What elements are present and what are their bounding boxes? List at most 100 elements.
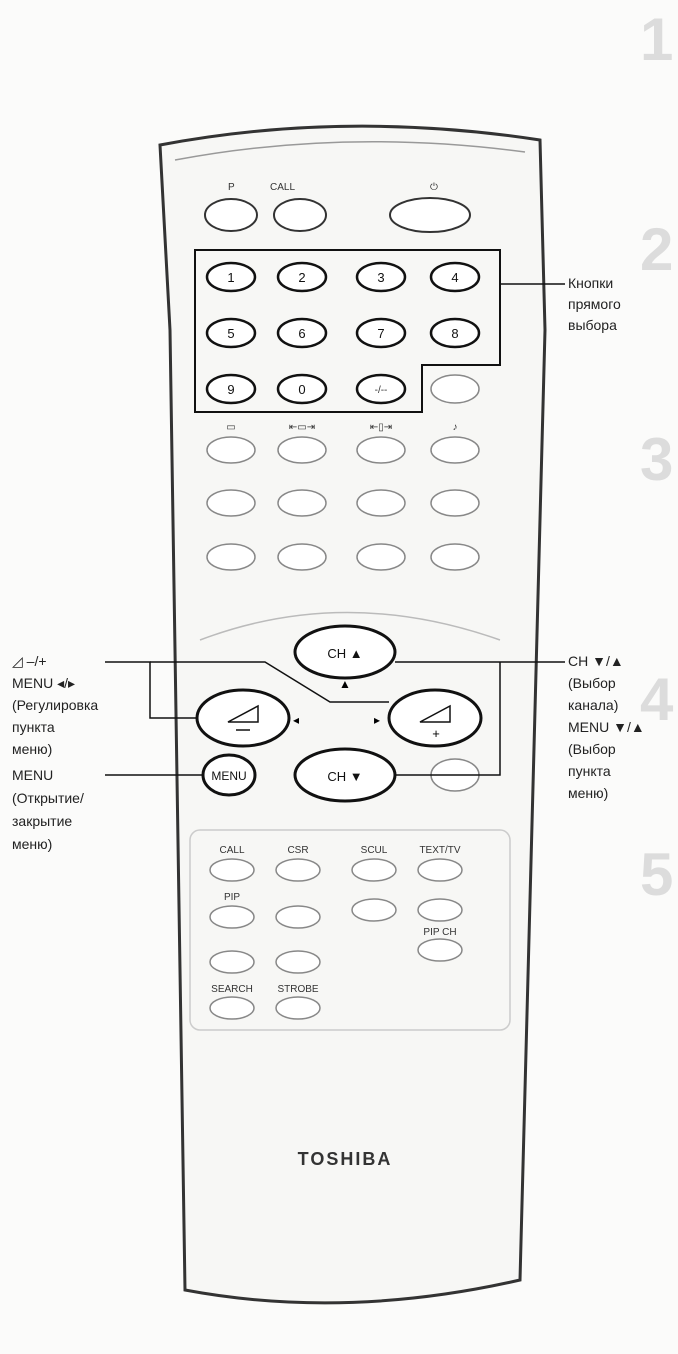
ch-up-label: CH ▲: [327, 646, 362, 661]
right-arrow-icon: ▸: [374, 713, 380, 727]
volume-down-button[interactable]: [195, 688, 291, 748]
volume-down-icon: [227, 704, 259, 723]
direct-line-1: Кнопки: [568, 275, 613, 291]
dash-button[interactable]: [355, 373, 407, 405]
annotation-menu: MENU (Открытие/ закрытие меню): [12, 767, 84, 852]
menu-line-2: (Открытие/: [12, 790, 84, 806]
p-button[interactable]: [204, 198, 258, 232]
channel-leader-down: [395, 662, 501, 776]
digit-label-5: 5: [227, 326, 234, 341]
color-button[interactable]: [356, 543, 406, 571]
pip-ch-down-button[interactable]: [417, 938, 463, 962]
digit-label-7: 7: [377, 326, 384, 341]
digit-button-5[interactable]: [205, 317, 257, 349]
color-button[interactable]: [206, 543, 256, 571]
volume-up-button[interactable]: [387, 688, 483, 748]
nav-arc: [199, 611, 501, 641]
digit-button-7[interactable]: [355, 317, 407, 349]
digit-label-4: 4: [451, 270, 458, 285]
lower-button[interactable]: [275, 858, 321, 882]
digit-button-0[interactable]: [276, 373, 328, 405]
digit-button-8[interactable]: [429, 317, 481, 349]
digit-button-2[interactable]: [276, 261, 328, 293]
color-button[interactable]: [277, 543, 327, 571]
function-button[interactable]: [206, 489, 256, 517]
function-button[interactable]: [206, 436, 256, 464]
color-button[interactable]: [430, 543, 480, 571]
ch-up-button[interactable]: [293, 624, 397, 680]
lower-button[interactable]: [209, 950, 255, 974]
channel-line-6: пункта: [568, 763, 611, 779]
lower-label-1: CALL: [219, 845, 244, 856]
row-icon-2: ⇤▭⇥: [289, 422, 315, 433]
lower-label-2: CSR: [287, 845, 308, 856]
left-arrow-icon: ◂: [293, 713, 299, 727]
menu-line-1: MENU: [12, 767, 53, 783]
power-button[interactable]: [389, 197, 471, 233]
menu-line-3: закрытие: [12, 813, 72, 829]
digit-button-3[interactable]: [355, 261, 407, 293]
annotation-channel: CH ▼/▲ (Выбор канала) MENU ▼/▲ (Выбор пу…: [568, 653, 645, 801]
lower-button[interactable]: [275, 950, 321, 974]
lower-button[interactable]: [209, 996, 255, 1020]
lower-button[interactable]: [417, 858, 463, 882]
lower-button[interactable]: [351, 858, 397, 882]
volume-line-1: ◿ –/+: [12, 653, 47, 669]
digit-label-9: 9: [227, 382, 234, 397]
ch-down-label: CH ▼: [327, 769, 362, 784]
volume-line-3: (Регулировка: [12, 697, 98, 713]
channel-line-4: MENU ▼/▲: [568, 719, 645, 735]
volume-leader-right: [150, 661, 389, 703]
call-label: CALL: [270, 182, 295, 193]
function-button[interactable]: [277, 489, 327, 517]
menu-line-4: меню): [12, 836, 52, 852]
function-button[interactable]: [430, 436, 480, 464]
plus-icon: +: [432, 726, 440, 741]
lower-label-12: STROBE: [277, 984, 318, 995]
lower-button[interactable]: [275, 905, 321, 929]
digit-button-9[interactable]: [205, 373, 257, 405]
lower-button[interactable]: [209, 858, 255, 882]
direct-line-3: выбора: [568, 317, 617, 333]
volume-up-icon: [419, 704, 451, 723]
menu-button-label: MENU: [211, 769, 246, 783]
digit-label-1: 1: [227, 270, 234, 285]
function-rows: ▭ ⇤▭⇥ ⇤▯⇥ ♪: [206, 422, 480, 571]
p-label: P: [228, 182, 235, 193]
channel-line-5: (Выбор: [568, 741, 616, 757]
pip-ch-up-button[interactable]: [417, 898, 463, 922]
page-mark-2: 2: [640, 216, 673, 283]
digit-label-3: 3: [377, 270, 384, 285]
page-mark-3: 3: [640, 426, 673, 493]
annotation-volume: ◿ –/+ MENU ◂/▸ (Регулировка пункта меню): [12, 653, 98, 757]
digit-button-1[interactable]: [205, 261, 257, 293]
function-button[interactable]: [430, 489, 480, 517]
row-icon-4: ♪: [453, 422, 458, 433]
up-arrow-icon: ▲: [339, 677, 351, 691]
input-button[interactable]: [430, 374, 480, 404]
channel-line-2: (Выбор: [568, 675, 616, 691]
row-icon-3: ⇤▯⇥: [370, 422, 392, 433]
page-mark-1: 1: [640, 6, 673, 73]
digit-label-6: 6: [298, 326, 305, 341]
lower-label-4: TEXT/TV: [419, 845, 460, 856]
digit-button-4[interactable]: [429, 261, 481, 293]
dash-label: -/--: [375, 385, 388, 396]
call-button[interactable]: [273, 198, 327, 232]
digit-label-8: 8: [451, 326, 458, 341]
lower-button[interactable]: [351, 898, 397, 922]
function-button[interactable]: [277, 436, 327, 464]
digit-button-6[interactable]: [276, 317, 328, 349]
page-mark-5: 5: [640, 841, 673, 908]
lower-button[interactable]: [275, 996, 321, 1020]
function-button[interactable]: [356, 489, 406, 517]
power-icon: ⏻: [430, 182, 438, 193]
function-button[interactable]: [356, 436, 406, 464]
lower-label-8: PIP CH: [423, 927, 456, 938]
channel-line-3: канала): [568, 697, 618, 713]
volume-leader: [105, 661, 197, 719]
digit-buttons: 1 2 3 4 5 6 7 8 9 0 -/--: [205, 261, 481, 405]
lower-button[interactable]: [209, 905, 255, 929]
